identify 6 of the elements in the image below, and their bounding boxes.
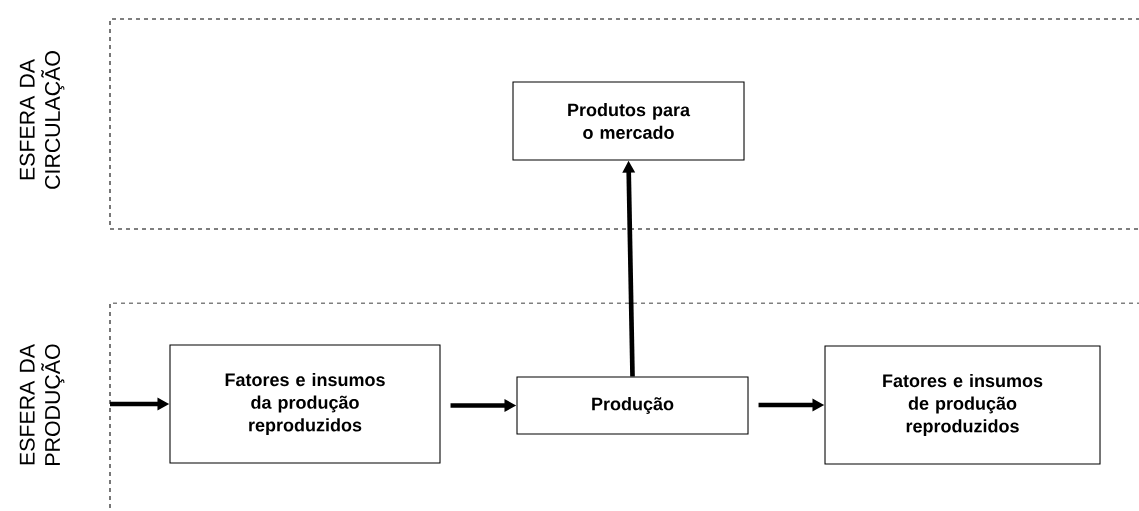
band-heading: ESFERA DA CIRCULAÇÃO (19, 51, 65, 189)
band-heading: ESFERA DA PRODUÇÃO (19, 344, 65, 465)
process-box: Fatores e insumos da produção reproduzidos (169, 344, 441, 464)
process-box: Fatores e insumos de produção reproduzidos (824, 345, 1101, 465)
process-box: Produtos para o mercado (512, 81, 745, 161)
process-box: Produção (516, 376, 749, 435)
